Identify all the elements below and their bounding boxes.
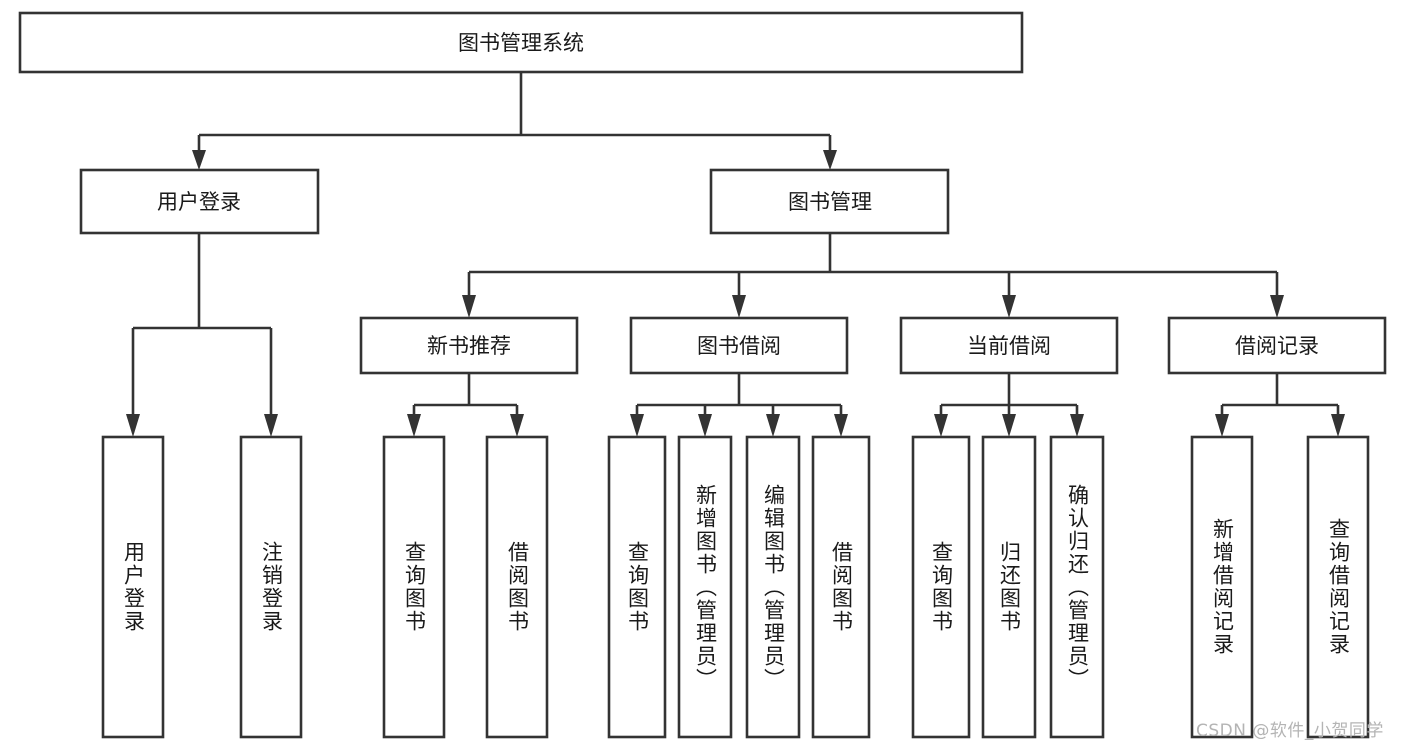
node-leaf-book-borrow-2[interactable] [745,435,801,739]
node-user-login[interactable] [79,168,320,235]
arrow-to-current-borrow [1002,295,1016,318]
arrow-bookborrow-leaf-3 [834,414,848,437]
arrow-to-borrow-record [1270,295,1284,318]
arrow-bookborrow-leaf-0 [630,414,644,437]
node-root-book-management-system[interactable] [18,11,1024,74]
connector-layer [126,72,1345,437]
node-current-borrow[interactable] [899,316,1119,375]
arrow-userlogin-leaf-0 [126,414,140,437]
node-leaf-user-login-0[interactable] [101,435,165,739]
arrow-borrowrecord-leaf-1 [1331,414,1345,437]
node-leaf-user-login-1[interactable] [239,435,303,739]
arrow-userlogin-leaf-1 [264,414,278,437]
arrow-currentborrow-leaf-2 [1070,414,1084,437]
node-leaf-book-borrow-1[interactable] [677,435,733,739]
node-layer [18,11,1387,739]
arrow-bookborrow-leaf-1 [698,414,712,437]
node-leaf-current-borrow-0[interactable] [911,435,971,739]
arrow-currentborrow-leaf-0 [934,414,948,437]
node-borrow-record[interactable] [1167,316,1387,375]
node-leaf-borrow-record-0[interactable] [1190,435,1254,739]
node-leaf-new-book-0[interactable] [382,435,446,739]
arrow-to-book-manage [823,150,837,170]
label-layer-horizontal: 图书管理系统 用户登录 图书管理 新书推荐 图书借阅 当前借阅 借阅记录 [157,31,1319,358]
node-leaf-book-borrow-0[interactable] [607,435,667,739]
label-current-borrow: 当前借阅 [967,334,1051,358]
label-book-borrow: 图书借阅 [697,334,781,358]
arrow-newbook-leaf-0 [407,414,421,437]
label-root: 图书管理系统 [458,31,584,55]
arrow-to-new-book-recommend [462,295,476,318]
node-leaf-current-borrow-2[interactable] [1049,435,1105,739]
arrow-bookborrow-leaf-2 [766,414,780,437]
node-new-book-recommend[interactable] [359,316,579,375]
csdn-watermark: CSDN @软件_小贺同学 [1196,721,1384,741]
arrow-currentborrow-leaf-1 [1002,414,1016,437]
label-book-management: 图书管理 [788,190,872,214]
node-book-management[interactable] [709,168,950,235]
arrow-to-user-login [192,150,206,170]
label-user-login: 用户登录 [157,190,241,214]
node-leaf-current-borrow-1[interactable] [981,435,1037,739]
arrow-to-book-borrow [732,295,746,318]
node-leaf-borrow-record-1[interactable] [1306,435,1370,739]
node-book-borrow[interactable] [629,316,849,375]
node-leaf-new-book-1[interactable] [485,435,549,739]
label-borrow-record: 借阅记录 [1235,334,1319,358]
arrow-borrowrecord-leaf-0 [1215,414,1229,437]
node-leaf-book-borrow-3[interactable] [811,435,871,739]
arrow-newbook-leaf-1 [510,414,524,437]
label-new-book-recommend: 新书推荐 [427,334,511,358]
